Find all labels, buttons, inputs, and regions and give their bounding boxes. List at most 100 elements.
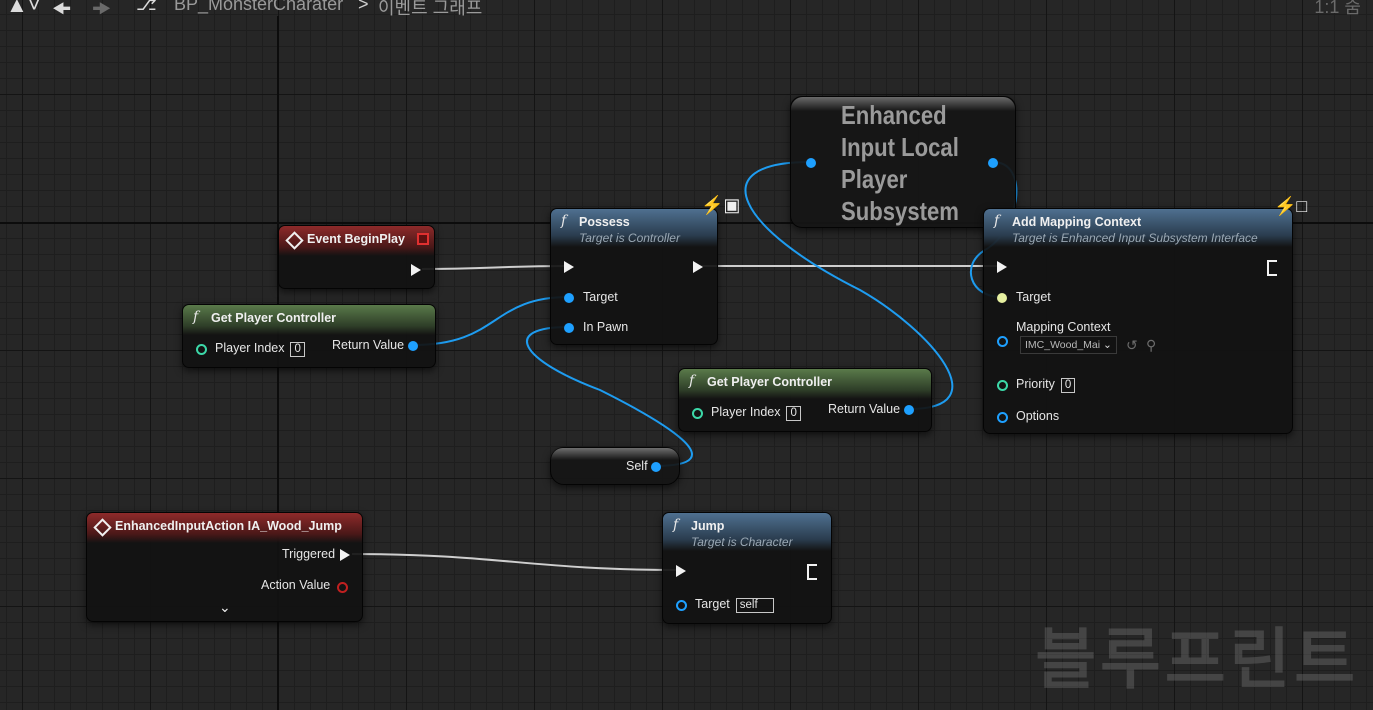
node-get-player-controller[interactable]: f Get Player Controller Player Index 0 Re… <box>182 304 436 368</box>
object-wire-pc2-subsystem <box>744 161 954 410</box>
node-title: Get Player Controller <box>707 375 833 389</box>
object-wire-self-inpawn <box>526 326 693 467</box>
node-header: f Get Player Controller <box>183 305 435 335</box>
exec-out-pin[interactable] <box>411 264 421 276</box>
chevron-down-icon[interactable]: ⌄ <box>219 599 231 615</box>
target-input[interactable]: self <box>735 598 774 613</box>
exec-wire-beginplay-possess <box>421 265 569 270</box>
self-pin[interactable] <box>651 462 661 472</box>
function-icon: f <box>193 309 199 325</box>
exec-out-pin[interactable] <box>807 564 817 580</box>
node-title: Event BeginPlay <box>307 232 405 246</box>
breadcrumb-graph[interactable]: 이벤트 그래프 <box>378 0 483 16</box>
pin-label: Player Index <box>215 341 285 355</box>
node-jump[interactable]: f Jump Target is Character Target self <box>662 512 832 624</box>
node-subtitle: Target is Controller <box>579 231 680 245</box>
node-subtitle: Target is Enhanced Input Subsystem Inter… <box>1012 231 1258 245</box>
function-icon: f <box>994 213 1000 229</box>
target-pin[interactable] <box>997 293 1007 303</box>
exec-in-pin[interactable] <box>676 565 686 577</box>
player-index-input[interactable]: 0 <box>786 406 801 421</box>
node-get-player-controller[interactable]: f Get Player Controller Player Index 0 Re… <box>678 368 932 432</box>
function-icon: f <box>673 517 679 533</box>
mapping-context-dropdown[interactable]: IMC_Wood_Mai ⌄ <box>1020 336 1117 354</box>
node-header: f Jump Target is Character <box>663 513 831 551</box>
event-icon <box>93 518 112 537</box>
authority-only-icon: ⚡▣ <box>701 195 741 215</box>
function-icon: f <box>561 213 567 229</box>
output-pin[interactable] <box>988 158 998 168</box>
in-pawn-pin[interactable] <box>564 323 574 333</box>
node-input-action[interactable]: EnhancedInputAction IA_Wood_Jump Trigger… <box>86 512 363 622</box>
exec-wire-triggered-jump <box>351 553 682 571</box>
node-possess[interactable]: f Possess Target is Controller ⚡▣ Target… <box>550 195 740 345</box>
options-pin[interactable] <box>997 412 1008 423</box>
target-pin[interactable] <box>676 600 687 611</box>
node-self[interactable]: Self <box>550 447 680 485</box>
node-header-gloss <box>551 448 679 460</box>
exec-out-pin[interactable] <box>693 261 703 273</box>
function-icon: f <box>689 373 695 389</box>
triggered-exec-pin[interactable] <box>340 549 350 561</box>
node-add-mapping-context[interactable]: f Add Mapping Context Target is Enhanced… <box>983 196 1307 434</box>
event-icon <box>285 231 304 250</box>
pin-label: Action Value <box>261 578 331 592</box>
pin-label: Triggered <box>282 547 336 561</box>
target-pin[interactable] <box>564 293 574 303</box>
node-title: Enhanced Input Local Player Subsystem <box>841 100 959 226</box>
node-event-begin-play[interactable]: Event BeginPlay <box>278 225 435 289</box>
object-wire-pc-target <box>412 296 570 346</box>
return-value-pin[interactable] <box>904 405 914 415</box>
browse-asset-icon[interactable]: ⚲ <box>1146 337 1157 353</box>
graph-icon: ⎇ <box>136 0 157 14</box>
node-header-gloss <box>791 97 1015 111</box>
node-header: EnhancedInputAction IA_Wood_Jump <box>87 513 362 543</box>
node-enhanced-input-subsystem[interactable]: Enhanced Input Local Player Subsystem <box>790 96 1016 228</box>
pin-label: Target <box>583 290 618 304</box>
player-index-input[interactable]: 0 <box>290 342 305 357</box>
action-value-pin[interactable] <box>337 582 348 593</box>
pin-label: Player Index <box>711 405 781 419</box>
node-header: f Add Mapping Context Target is Enhanced… <box>984 209 1292 247</box>
breadcrumb-separator: > <box>358 0 369 14</box>
node-title: Jump <box>691 519 725 533</box>
exec-out-pin[interactable] <box>1267 260 1277 276</box>
use-selected-asset-icon[interactable]: ↺ <box>1126 337 1138 353</box>
target-row: Target self <box>695 597 774 613</box>
priority-pin[interactable] <box>997 380 1008 391</box>
node-title: Add Mapping Context <box>1012 215 1142 229</box>
input-pin[interactable] <box>806 158 816 168</box>
node-header: f Possess Target is Controller <box>551 209 717 247</box>
chevron-down-icon: ⌄ <box>1103 339 1112 351</box>
pin-label: Priority <box>1016 377 1055 391</box>
delegate-pin-icon[interactable] <box>417 233 429 245</box>
node-header: f Get Player Controller <box>679 369 931 399</box>
player-index-pin[interactable] <box>692 408 703 419</box>
player-index-pin[interactable] <box>196 344 207 355</box>
pin-label: Mapping Context <box>1016 320 1111 334</box>
back-arrow-icon[interactable]: 🠜 <box>52 0 72 16</box>
zoom-label: 1:1 줌 <box>1314 0 1361 16</box>
pin-label: Target <box>695 597 730 611</box>
player-index-row: Player Index 0 <box>215 341 305 357</box>
bookmark-icon[interactable]: ▲˅ <box>6 0 41 16</box>
exec-in-pin[interactable] <box>564 261 574 273</box>
pin-label: Self <box>626 459 648 473</box>
node-title: Possess <box>579 215 630 229</box>
exec-in-pin[interactable] <box>997 261 1007 273</box>
forward-arrow-icon[interactable]: 🠞 <box>92 0 112 16</box>
pin-label: Options <box>1016 409 1060 423</box>
node-title: EnhancedInputAction IA_Wood_Jump <box>115 519 342 533</box>
pin-label: Return Value <box>828 402 901 416</box>
priority-input[interactable]: 0 <box>1060 378 1076 393</box>
graph-toolbar: ▲˅ 🠜 🠞 ⎇ BP_MonsterCharater > 이벤트 그래프 1:… <box>0 0 1373 16</box>
breadcrumb-blueprint[interactable]: BP_MonsterCharater <box>174 0 344 14</box>
pin-label: Return Value <box>332 338 405 352</box>
return-value-pin[interactable] <box>408 341 418 351</box>
priority-row: Priority 0 <box>1016 377 1076 393</box>
mapping-context-pin[interactable] <box>997 336 1008 347</box>
node-title: Get Player Controller <box>211 311 337 325</box>
pin-label: Target <box>1016 290 1051 304</box>
node-header: Event BeginPlay <box>279 226 434 256</box>
pin-label: In Pawn <box>583 320 629 334</box>
